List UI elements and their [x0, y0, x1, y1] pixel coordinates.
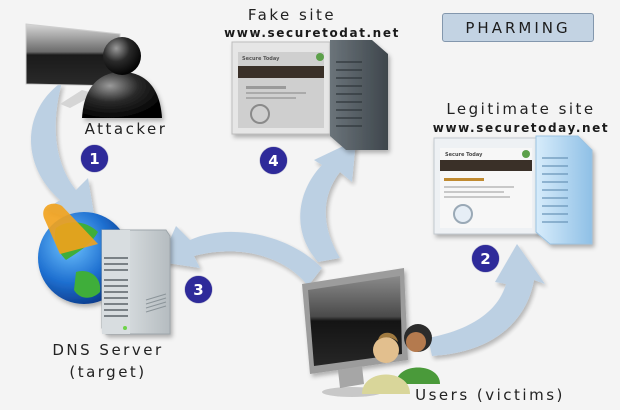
fake-site-url: www.securetodat.net	[224, 26, 400, 40]
legitimate-site-label: Legitimate site	[446, 100, 596, 118]
step-badge-4: 4	[260, 147, 287, 174]
title-tag-pharming: PHARMING	[442, 13, 594, 42]
arrow-step-2	[428, 244, 545, 356]
step-badge-2: 2	[472, 245, 499, 272]
dns-server-icon	[38, 203, 171, 335]
attacker-label: Attacker	[84, 120, 168, 138]
legitimate-site-icon	[433, 135, 593, 245]
legitimate-site-page-heading: Secure Today	[445, 152, 483, 158]
fake-site-label: Fake site	[247, 6, 337, 24]
dns-server-label: DNS Server	[52, 341, 164, 359]
legitimate-site-url: www.securetoday.net	[432, 121, 610, 135]
step-badge-1: 1	[81, 145, 108, 172]
arrow-step-1	[30, 82, 96, 226]
fake-site-page-heading: Secure Today	[242, 56, 280, 62]
arrow-step-3	[160, 226, 322, 286]
fake-site-icon	[231, 40, 388, 150]
step-badge-3: 3	[185, 276, 212, 303]
users-icon	[302, 268, 440, 397]
attacker-icon	[25, 23, 162, 118]
dns-server-sublabel: (target)	[69, 363, 147, 381]
arrows	[30, 82, 545, 356]
users-label: Users (victims)	[415, 386, 565, 404]
arrow-step-4	[300, 140, 356, 262]
